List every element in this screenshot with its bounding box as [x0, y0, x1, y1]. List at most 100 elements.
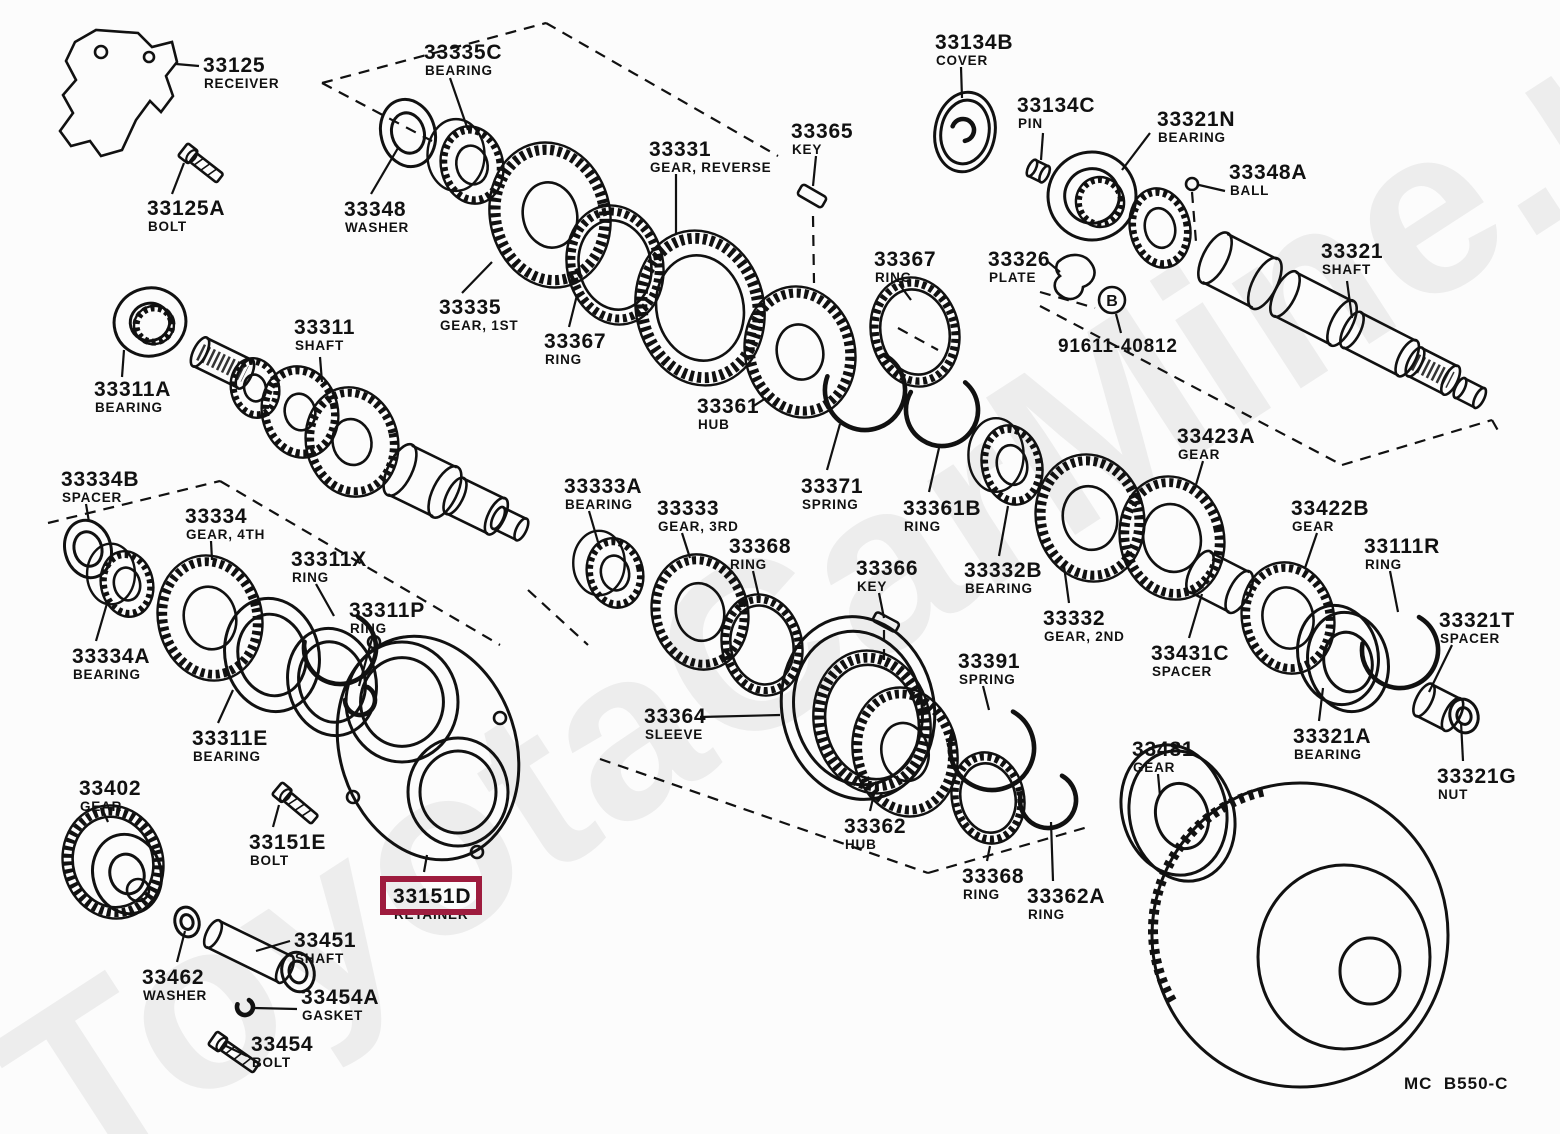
leader-line-33361B: [927, 447, 941, 493]
leader-line-33333: [680, 532, 692, 559]
leader-line-33454: [225, 1045, 248, 1057]
leader-line-33326: [1047, 261, 1061, 273]
leader-line-33334A: [94, 599, 110, 642]
leader-line-33125: [175, 62, 200, 68]
ref-circle-B-label: B: [1106, 293, 1118, 310]
leader-line-33402: [102, 812, 110, 823]
leader-line-33451: [255, 939, 291, 953]
leader-line-33334B: [84, 503, 91, 523]
leader-line-33366: [877, 592, 886, 619]
highlight-box-33151D: [380, 876, 482, 915]
leader-line-33334: [209, 540, 214, 561]
leader-line-33367: [567, 294, 579, 328]
leader-line-33362: [868, 789, 877, 812]
leader-line-33422B: [1303, 532, 1319, 569]
leader-line-33361: [751, 397, 767, 408]
leader-line-33368: [751, 570, 761, 598]
leader-line-33125A: [170, 162, 186, 195]
leader-line-33368: [985, 845, 992, 862]
leader-line-33365: [811, 155, 818, 187]
leader-line-33371: [825, 423, 842, 471]
leader-line-33332: [1062, 565, 1071, 604]
leader-line-33111R: [1388, 570, 1400, 613]
leader-line-33151D: [422, 854, 429, 873]
leader-line-33423A: [1193, 460, 1205, 489]
highlight-layer: [380, 876, 482, 915]
leader-line-33348: [370, 147, 399, 195]
leader-line-33364: [699, 713, 781, 719]
leader-line-33391: [981, 685, 991, 711]
leader-line-33134B: [959, 66, 964, 99]
leader-line-33431C: [1187, 593, 1204, 639]
leader-line-33151E: [271, 804, 281, 828]
leader-line-33321A: [1317, 687, 1325, 722]
leader-line-33311P: [357, 634, 375, 687]
construction-dashes: [47, 21, 1501, 875]
part-label-91611-40812-52: 91611-40812: [1058, 336, 1178, 357]
leader-line-33454A: [253, 1006, 298, 1011]
leader-line-33335: [461, 261, 493, 294]
leader-line-33333A: [587, 510, 600, 543]
leader-line-33311E: [216, 689, 235, 724]
leader-line-33335C: [448, 77, 470, 131]
leader-line-33311: [318, 356, 324, 383]
leader-line-33332B: [997, 505, 1010, 557]
leader-line-33321T: [1428, 644, 1453, 693]
part-shapes: [58, 28, 1488, 1089]
leader-line-33462: [175, 930, 187, 963]
drawing-code: MC B550-C: [1404, 1074, 1509, 1093]
leader-line-33311A: [120, 349, 126, 378]
leader-line-33321: [1345, 280, 1354, 319]
leader-line-33321G: [1459, 721, 1465, 762]
leader-line-33481: [1156, 773, 1162, 797]
ref-circle-B: [1097, 285, 1127, 315]
